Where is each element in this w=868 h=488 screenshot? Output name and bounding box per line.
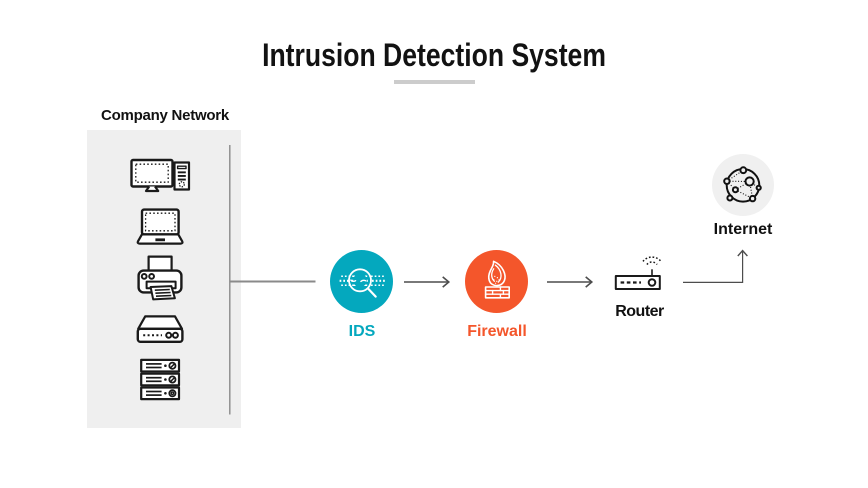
printer-icon [137,255,183,301]
network-bus-line [229,145,316,415]
company-network-label: Company Network [101,107,229,124]
network-switch-icon [136,315,184,343]
title-underline [394,80,475,84]
server-rack-icon [140,358,181,401]
router-label: Router [615,303,664,320]
arrow-firewall-to-router [547,276,594,288]
firewall-flame-icon [484,260,511,299]
laptop-icon [136,208,184,245]
firewall-label: Firewall [467,322,527,340]
router-icon [614,256,662,290]
internet-label: Internet [713,221,773,239]
arrow-ids-to-firewall [404,276,451,288]
page-title: Intrusion Detection System [262,37,606,74]
ids-label: IDS [348,322,376,340]
desktop-computer-icon [130,158,191,193]
arrow-router-to-internet [683,249,748,283]
ids-magnifier-icon [339,268,386,298]
internet-globe-icon [723,166,762,203]
